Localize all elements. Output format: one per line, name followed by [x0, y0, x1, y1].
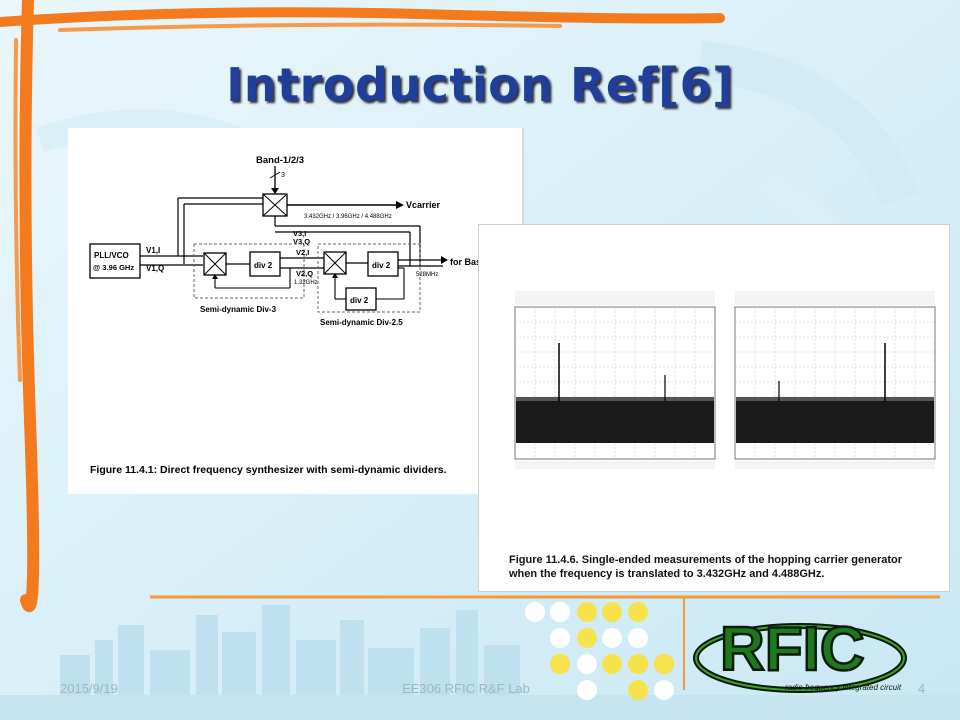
- footer-date: 2015/9/19: [60, 681, 118, 696]
- pll-label: PLL/VCO: [94, 251, 129, 260]
- f132-label: 1.32GHz: [294, 280, 318, 286]
- band-bits-label: 3: [281, 172, 285, 179]
- v1i-label: V1,I: [146, 246, 160, 255]
- figure-spectrum-measurements: Figure 11.4.6. Single-ended measurements…: [478, 224, 950, 592]
- rfic-logo: RFIC radio frequency integrated circuit: [693, 614, 907, 693]
- page-number: 4: [918, 681, 926, 696]
- figure2-caption-line2: when the frequency is translated to 3.43…: [509, 568, 825, 580]
- pll-vco-block: PLL/VCO @ 3.96 GHz: [89, 243, 141, 279]
- footer-lab-name: EE306 RFIC R&F Lab: [402, 681, 530, 696]
- pll-freq-label: @ 3.96 GHz: [93, 263, 134, 272]
- synthesizer-diagram: Band-1/2/3 3 Vcarrier 3.432GHz / 3.96GHz…: [89, 155, 481, 476]
- svg-text:radio frequency integrated cir: radio frequency integrated circuit: [785, 683, 902, 692]
- svg-text:RFIC: RFIC: [720, 615, 865, 684]
- v1q-label: V1,Q: [146, 264, 164, 273]
- freqs-label: 3.432GHz / 3.96GHz / 4.488GHz: [304, 214, 392, 220]
- figure-block-diagram: Band-1/2/3 3 Vcarrier 3.432GHz / 3.96GHz…: [68, 128, 524, 494]
- spectrum-plot-right: [734, 291, 936, 469]
- v2i-label: V2,I: [296, 248, 309, 257]
- div2-label-3: div 2: [350, 296, 369, 305]
- mixer-1: [203, 252, 227, 276]
- spectrum-plot-left: [514, 291, 716, 469]
- v3i-label: V3,I: [293, 229, 306, 238]
- v2q-label: V2,Q: [296, 269, 313, 278]
- figure2-caption-line1: Figure 11.4.6. Single-ended measurements…: [509, 554, 903, 566]
- f528-label: 528MHz: [416, 272, 438, 278]
- top-mixer: [262, 193, 288, 217]
- slide-title: Introduction Ref[6]: [226, 58, 734, 112]
- v3q-label: V3,Q: [293, 237, 310, 246]
- figure1-caption: Figure 11.4.1: Direct frequency synthesi…: [90, 464, 447, 476]
- div2-label-1: div 2: [254, 261, 273, 270]
- band-label: Band-1/2/3: [256, 155, 304, 166]
- vcarrier-label: Vcarrier: [406, 200, 441, 210]
- div2-block-1: div 2: [249, 251, 281, 277]
- div2-block-2: div 2: [367, 251, 399, 277]
- div2-block-3: div 2: [345, 287, 377, 311]
- semi-dynamic-div25-label: Semi-dynamic Div-2.5: [320, 318, 403, 327]
- mixer-2: [323, 251, 347, 275]
- spectrum-plots: [514, 291, 936, 469]
- for-base-label: for Bas: [450, 257, 481, 267]
- div2-label-2: div 2: [372, 261, 391, 270]
- semi-dynamic-div3-label: Semi-dynamic Div-3: [200, 305, 277, 314]
